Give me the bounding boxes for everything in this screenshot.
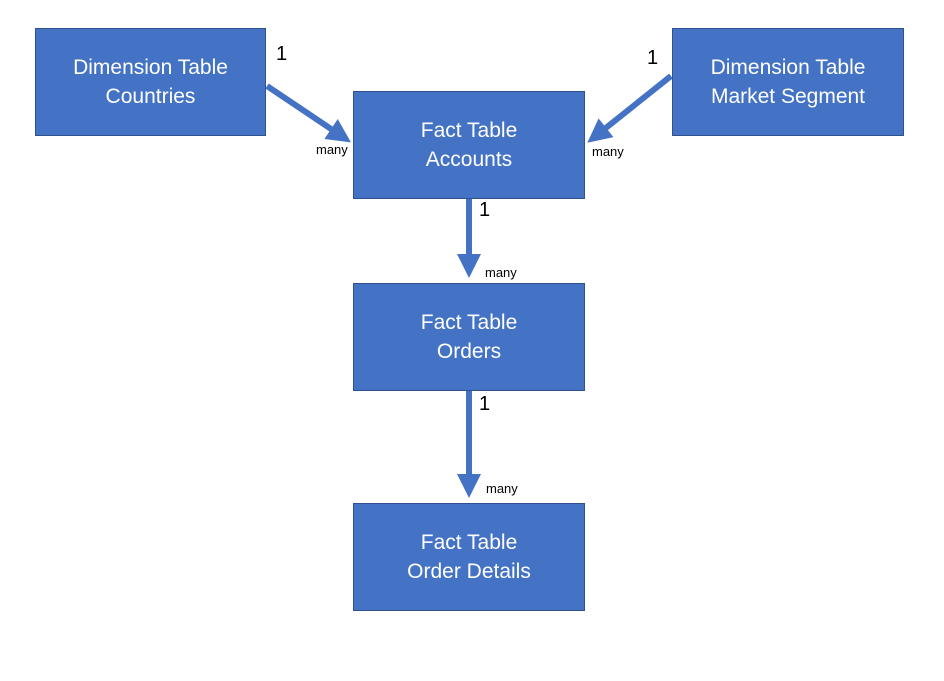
cardinality-many-orders: many [485,265,517,280]
node-title: Fact Table [420,311,518,334]
arrow-market-segment-to-accounts [587,73,673,143]
cardinality-many-accounts-left: many [316,142,348,157]
fact-table-order-details[interactable]: Fact Table Order Details [353,503,585,611]
dimension-table-countries[interactable]: Dimension Table Countries [35,28,266,136]
node-name: Countries [105,85,196,108]
cardinality-one-countries: 1 [276,43,288,65]
node-name: Order Details [407,560,531,583]
fact-table-orders[interactable]: Fact Table Orders [353,283,585,391]
node-name: Market Segment [710,85,866,108]
arrow-countries-to-accounts [265,83,351,143]
node-title: Dimension Table [710,56,866,79]
cardinality-one-accounts: 1 [479,199,491,221]
node-name: Accounts [425,148,513,171]
cardinality-many-order-details: many [486,481,518,496]
cardinality-many-accounts-right: many [592,144,624,159]
node-title: Fact Table [420,119,518,142]
cardinality-one-market-segment: 1 [647,47,659,69]
cardinality-one-orders: 1 [479,393,491,415]
fact-table-accounts[interactable]: Fact Table Accounts [353,91,585,199]
node-name: Orders [436,340,502,363]
node-title: Dimension Table [73,56,228,79]
dimension-table-market-segment[interactable]: Dimension Table Market Segment [672,28,904,136]
node-title: Fact Table [420,531,518,554]
